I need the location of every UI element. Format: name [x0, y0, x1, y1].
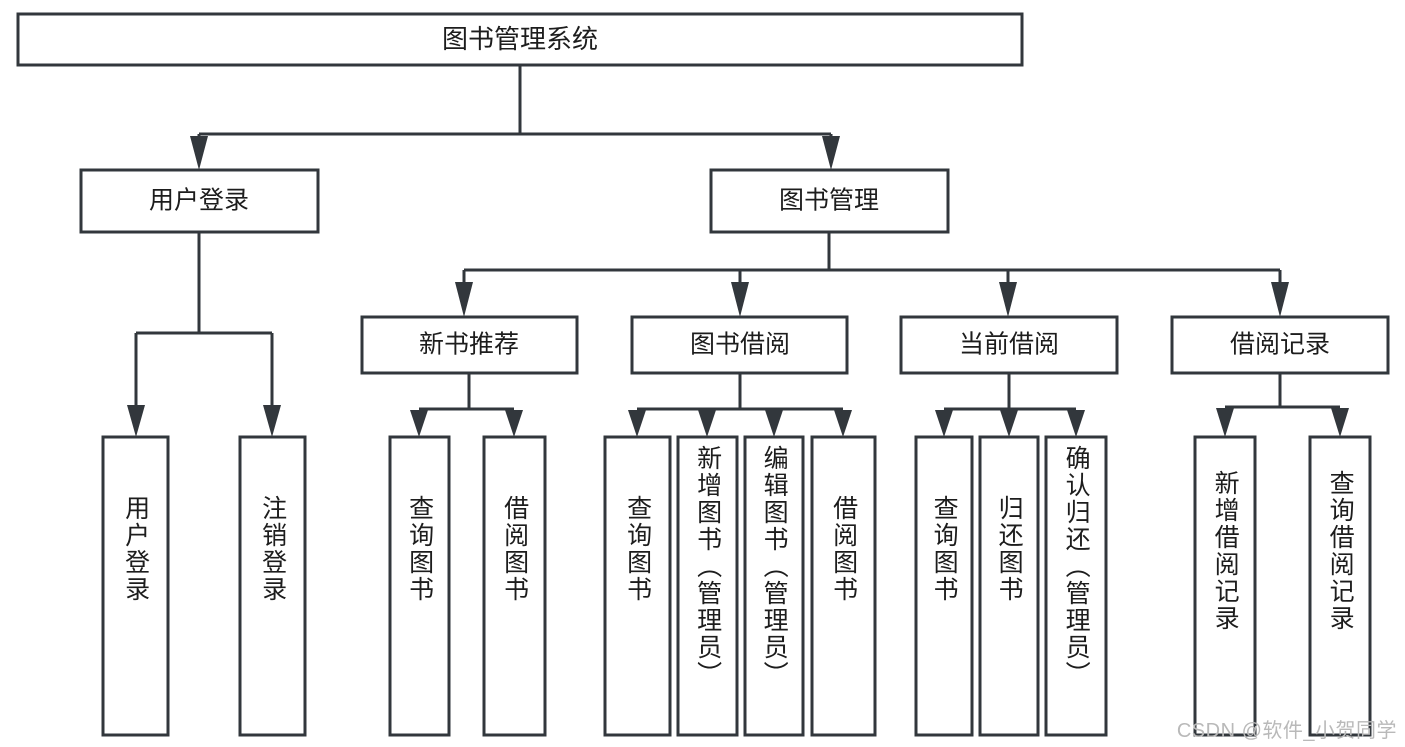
connector-bookborrow-to-leaves: [628, 373, 852, 437]
leaf-box-borrow-book-rec[interactable]: [482, 435, 547, 737]
connector-userlogin-to-leaves: [127, 232, 281, 437]
leaf-box-return-book[interactable]: [978, 435, 1040, 737]
node-book-borrow-box[interactable]: [630, 315, 849, 375]
leaf-box-query-book-borrow[interactable]: [603, 435, 672, 737]
node-book-manage-box[interactable]: [709, 168, 950, 234]
node-new-book-rec[interactable]: 新书推荐: [360, 315, 579, 375]
leaf-box-user-logout[interactable]: [238, 435, 307, 737]
node-new-book-rec-label: 新书推荐: [419, 331, 519, 359]
arrow-head-icon: [190, 136, 208, 170]
leaf-box-edit-book[interactable]: [743, 435, 805, 737]
node-root-label: 图书管理系统: [442, 24, 598, 54]
arrow-head-icon: [1271, 282, 1289, 317]
arrow-head-icon: [1331, 408, 1349, 437]
leaf-box-user-login[interactable]: [101, 435, 170, 737]
arrow-head-icon: [698, 410, 716, 437]
arrow-head-icon: [935, 410, 953, 437]
connector-newbookrec-to-leaves: [410, 373, 523, 437]
node-borrow-record-box[interactable]: [1170, 315, 1390, 375]
arrow-head-icon: [834, 410, 852, 437]
node-current-borrow-box[interactable]: [899, 315, 1119, 375]
leaf-box-query-book-rec[interactable]: [388, 435, 451, 737]
arrow-head-icon: [1000, 410, 1018, 437]
arrow-head-icon: [505, 410, 523, 437]
connector-bookmanage-to-level3: [455, 232, 1289, 317]
connector-root-to-level2: [190, 65, 840, 170]
arrow-head-icon: [455, 282, 473, 317]
watermark-label: CSDN @软件_小贺同学: [1176, 720, 1397, 742]
leaf-box-add-book[interactable]: [676, 435, 739, 737]
node-user-login-label: 用户登录: [149, 187, 249, 215]
leaf-box-query-book-cur[interactable]: [914, 435, 974, 737]
arrow-head-icon: [1067, 410, 1085, 437]
arrow-head-icon: [999, 282, 1017, 317]
arrow-head-icon: [731, 282, 749, 317]
node-book-manage-label: 图书管理: [779, 187, 879, 215]
leaf-box-query-record[interactable]: [1308, 435, 1372, 737]
node-book-borrow[interactable]: 图书借阅: [630, 315, 849, 375]
arrow-head-icon: [628, 410, 646, 437]
leaf-box-borrow-book[interactable]: [810, 435, 877, 737]
node-borrow-record-label: 借阅记录: [1230, 331, 1330, 359]
node-borrow-record[interactable]: 借阅记录: [1170, 315, 1390, 375]
leaf-box-confirm-return[interactable]: [1044, 435, 1108, 737]
connector-borrowrecord-to-leaves: [1216, 373, 1349, 437]
leaf-boxes: [101, 435, 1372, 737]
leaf-box-add-record[interactable]: [1193, 435, 1257, 737]
arrow-head-icon: [1216, 408, 1234, 437]
arrow-head-icon: [263, 405, 281, 437]
node-user-login[interactable]: 用户登录: [79, 168, 320, 234]
node-book-borrow-label: 图书借阅: [690, 331, 790, 359]
arrow-head-icon: [410, 410, 428, 437]
connector-currentborrow-to-leaves: [935, 373, 1085, 437]
node-new-book-rec-box[interactable]: [360, 315, 579, 375]
arrow-head-icon: [127, 405, 145, 437]
node-current-borrow[interactable]: 当前借阅: [899, 315, 1119, 375]
arrow-head-icon: [822, 136, 840, 170]
node-root-box[interactable]: [16, 12, 1024, 67]
node-current-borrow-label: 当前借阅: [959, 331, 1059, 359]
node-book-manage[interactable]: 图书管理: [709, 168, 950, 234]
node-root[interactable]: 图书管理系统: [16, 12, 1024, 67]
node-user-login-box[interactable]: [79, 168, 320, 234]
arrow-head-icon: [765, 410, 783, 437]
